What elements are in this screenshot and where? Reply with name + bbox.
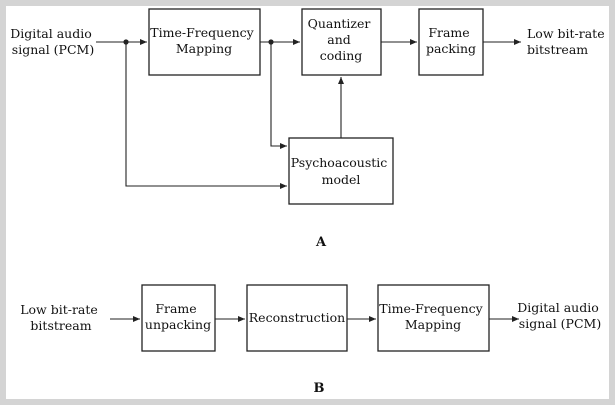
decoder-output-label: Digital audio signal (PCM) xyxy=(517,300,602,331)
psychoacoustic-label: Psychoacoustic model xyxy=(291,155,392,187)
frame-packing-label: Frame packing xyxy=(426,25,476,56)
reconstruction-label: Reconstruction xyxy=(249,310,345,325)
decoder-diagram: Low bit-rate bitstream Frame unpacking R… xyxy=(20,284,602,396)
encoder-output-label: Low bit-rate bitstream xyxy=(527,26,609,57)
decoder-input-label: Low bit-rate bitstream xyxy=(20,302,102,333)
tf-mapping-label: Time-Frequency Mapping xyxy=(150,25,257,56)
tf-mapping-label-b: Time-Frequency Mapping xyxy=(379,301,486,332)
encoder-input-label: Digital audio signal (PCM) xyxy=(10,26,95,57)
psychoacoustic-block xyxy=(288,137,394,205)
input-to-psycho-arrow xyxy=(125,42,287,189)
frame-unpacking-block xyxy=(141,284,216,352)
tf-mapping-block-b xyxy=(377,284,490,352)
encoder-diagram: Digital audio signal (PCM) Time-Frequenc… xyxy=(10,8,609,250)
reconstruction-block xyxy=(246,284,348,352)
caption-a: A xyxy=(315,235,327,250)
quantizer-block xyxy=(301,8,382,76)
tf-mapping-block xyxy=(148,8,261,76)
tf-to-psycho-arrow xyxy=(270,42,287,149)
frame-unpacking-label: Frame unpacking xyxy=(145,301,211,332)
quantizer-label: Quantizer and coding xyxy=(308,16,375,63)
caption-b: B xyxy=(314,381,325,396)
